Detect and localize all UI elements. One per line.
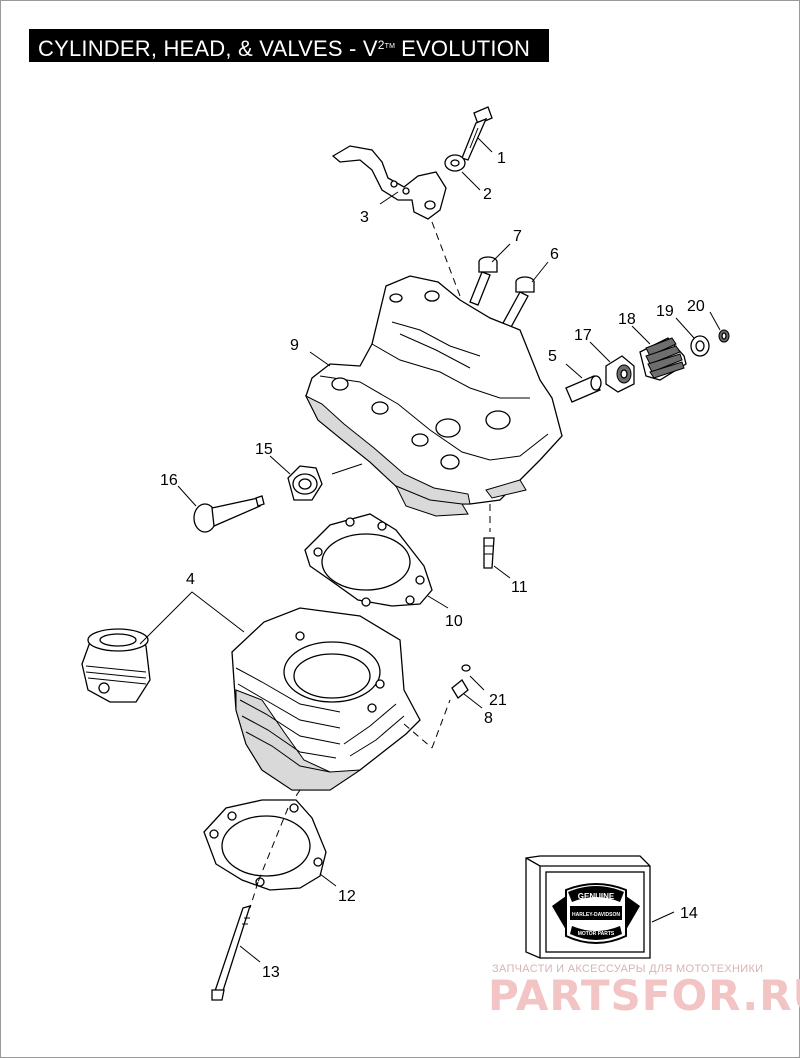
leader-lines <box>139 137 721 963</box>
watermark-tagline: ЗАПЧАСТИ И АКСЕССУАРЫ ДЛЯ МОТОТЕХНИКИ <box>492 963 764 975</box>
part-spring-retainer[interactable] <box>690 335 710 357</box>
title-prefix: CYLINDER, HEAD, & VALVES - V <box>38 36 378 61</box>
part-cylinder[interactable] <box>231 607 421 791</box>
watermark-site: PARTSFOR.RU <box>488 971 800 1020</box>
part-cylinder-head[interactable] <box>304 275 563 517</box>
part-valve-seal[interactable] <box>605 355 635 393</box>
part-base-gasket[interactable] <box>203 799 327 891</box>
part-valve[interactable] <box>193 495 265 533</box>
part-valve-keepers[interactable] <box>718 329 730 343</box>
part-dowel[interactable] <box>451 679 469 699</box>
callout-4: 4 <box>186 571 195 588</box>
callout-13: 13 <box>262 964 280 981</box>
callout-15: 15 <box>255 441 273 458</box>
part-cylinder-stud[interactable] <box>211 905 251 1001</box>
part-valve-seat-ring[interactable] <box>287 465 323 501</box>
part-short-bolt[interactable] <box>469 256 498 306</box>
callout-18: 18 <box>618 311 636 328</box>
callout-6: 6 <box>550 246 559 263</box>
callout-10: 10 <box>445 613 463 630</box>
callout-3: 3 <box>360 209 369 226</box>
part-washer[interactable] <box>444 154 466 172</box>
callout-20: 20 <box>687 298 705 315</box>
logo-brand-text: HARLEY-DAVIDSON <box>572 912 620 918</box>
part-bracket[interactable] <box>331 145 447 220</box>
diagram-title: CYLINDER, HEAD, & VALVES - V2TM EVOLUTION <box>29 29 549 62</box>
part-piston[interactable] <box>81 628 151 703</box>
callout-7: 7 <box>513 228 522 245</box>
logo-genuine-text: GENUINE <box>578 892 615 901</box>
callout-21: 21 <box>489 692 507 709</box>
genuine-parts-box[interactable] <box>525 855 651 959</box>
part-dowel-stud[interactable] <box>483 537 495 569</box>
callout-1: 1 <box>497 150 506 167</box>
callout-19: 19 <box>656 303 674 320</box>
part-o-ring[interactable] <box>461 664 471 672</box>
logo-motor-parts-text: MOTOR PARTS <box>578 931 615 937</box>
callout-14: 14 <box>680 905 698 922</box>
callout-11: 11 <box>511 579 528 596</box>
callout-12: 12 <box>338 888 356 905</box>
callout-numbers: 1 2 3 4 5 6 7 8 9 10 11 12 13 14 15 16 1… <box>160 150 705 981</box>
title-trademark: TM <box>384 43 396 50</box>
part-valve-spring[interactable] <box>639 337 687 381</box>
callout-16: 16 <box>160 472 178 489</box>
callout-17: 17 <box>574 327 592 344</box>
part-dowel-pin[interactable] <box>565 375 602 403</box>
title-superscript: 2 <box>377 38 385 52</box>
callout-9: 9 <box>290 337 299 354</box>
callout-5: 5 <box>548 348 557 365</box>
title-suffix: EVOLUTION <box>401 36 531 61</box>
part-bolt[interactable] <box>461 106 493 161</box>
part-head-gasket[interactable] <box>304 513 433 607</box>
callout-8: 8 <box>484 710 493 727</box>
callout-2: 2 <box>483 186 492 203</box>
